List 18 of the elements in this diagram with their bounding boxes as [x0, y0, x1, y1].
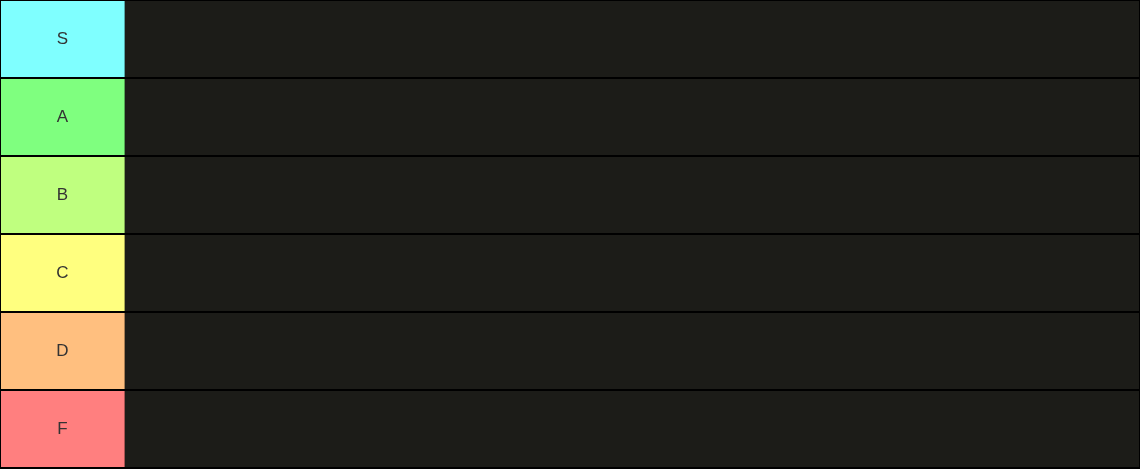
tier-drop-area — [125, 235, 1139, 311]
tier-label-cell — [1, 391, 125, 467]
tier-label: D — [56, 341, 69, 361]
tier-drop-area — [125, 313, 1139, 389]
tier-label-cell — [1, 79, 125, 155]
tier-drop-area — [125, 157, 1139, 233]
tier-drop-area — [125, 79, 1139, 155]
tier-label: S — [56, 29, 69, 49]
tier-drop-area — [125, 1, 1139, 77]
tier-label: B — [56, 185, 69, 205]
tier-label: A — [56, 107, 69, 127]
tier-label-cell — [1, 1, 125, 77]
tier-label: C — [56, 263, 69, 283]
tier-label-cell — [1, 313, 125, 389]
tier-label-cell — [1, 157, 125, 233]
tier-label-cell — [1, 235, 125, 311]
tier-label: F — [57, 419, 68, 439]
tier-drop-area — [125, 391, 1139, 467]
